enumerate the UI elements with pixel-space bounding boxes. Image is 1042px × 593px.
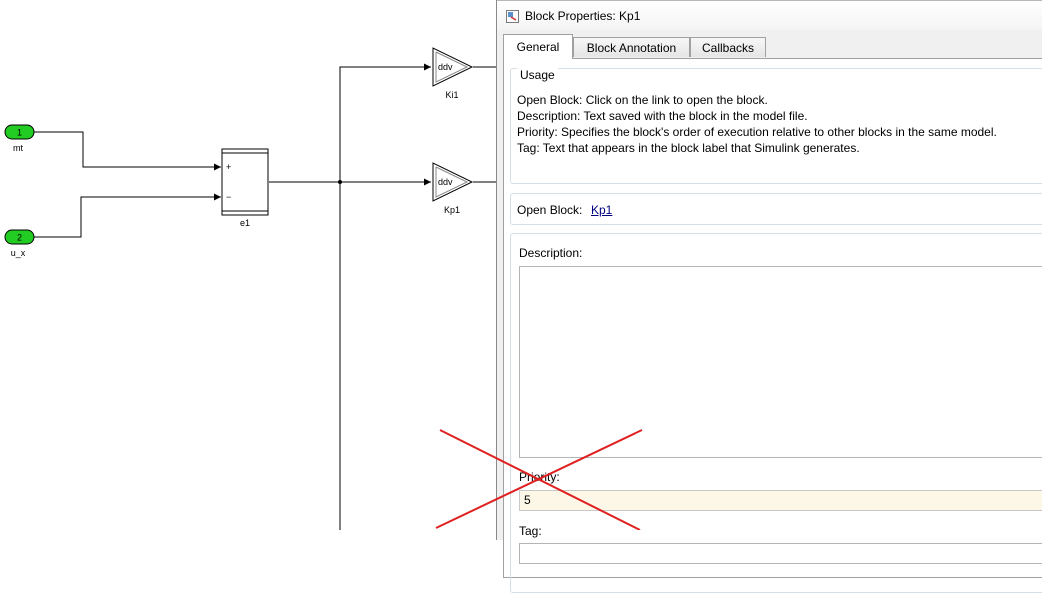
description-label: Description: [519, 246, 583, 260]
inport-label: u_x [11, 248, 26, 258]
inport-label: mt [13, 143, 23, 153]
simulink-block-icon [506, 10, 519, 23]
sum-block-label: e1 [240, 218, 250, 228]
signal-branch-to-ki1 [339, 63, 431, 182]
inport-number: 2 [17, 233, 22, 243]
open-block-label: Open Block: [517, 203, 583, 217]
tab-block-annotation[interactable]: Block Annotation [573, 37, 690, 57]
tag-label: Tag: [519, 524, 542, 538]
usage-heading: Usage [517, 68, 558, 82]
branch-point [338, 180, 342, 184]
dialog-title: Block Properties: Kp1 [525, 9, 641, 23]
gain-block-ki1[interactable]: ddv Ki1 [432, 47, 474, 100]
usage-line-open-block: Open Block: Click on the link to open th… [517, 93, 768, 107]
gain-label: Kp1 [444, 205, 460, 215]
properties-group: Description: Priority: 5 Tag: [510, 233, 1042, 593]
usage-text: Open Block: Click on the link to open th… [517, 92, 997, 156]
gain-text: ddv [438, 177, 453, 187]
inport-block-ux[interactable]: 2 u_x [4, 229, 35, 258]
open-block-group: Open Block: Kp1 [510, 193, 1042, 225]
usage-line-tag: Tag: Text that appears in the block labe… [517, 141, 860, 155]
gain-text: ddv [438, 62, 453, 72]
usage-line-priority: Priority: Specifies the block's order of… [517, 125, 997, 139]
dialog-content: General Block Annotation Callbacks Usage… [503, 30, 1042, 593]
inport-number: 1 [17, 128, 22, 138]
sum-sign-minus: − [226, 192, 231, 202]
inport-block-mt[interactable]: 1 mt [4, 124, 35, 153]
open-block-link[interactable]: Kp1 [591, 203, 613, 217]
gain-label: Ki1 [445, 90, 458, 100]
tab-callbacks[interactable]: Callbacks [690, 37, 766, 57]
sum-sign-plus: + [226, 162, 231, 172]
signal-lines [34, 63, 496, 530]
priority-label: Priority: [519, 470, 560, 484]
tag-field[interactable] [519, 543, 1042, 564]
gain-block-kp1[interactable]: ddv Kp1 [432, 162, 474, 215]
signal-ux-to-sum [34, 193, 221, 238]
simulink-diagram-canvas[interactable]: 1 mt 2 u_x + − e1 ddv Ki1 ddv Kp1 [0, 0, 1042, 530]
block-properties-dialog: Block Properties: Kp1 General Block Anno… [496, 0, 1042, 593]
usage-line-description: Description: Text saved with the block i… [517, 109, 808, 123]
general-tab-panel: Usage Open Block: Click on the link to o… [503, 58, 1042, 593]
tab-general[interactable]: General [503, 34, 573, 59]
usage-group: Usage Open Block: Click on the link to o… [510, 68, 1042, 184]
signal-mt-to-sum [34, 131, 221, 171]
description-textarea[interactable] [519, 266, 1042, 458]
dialog-titlebar[interactable]: Block Properties: Kp1 [497, 0, 1042, 30]
priority-field[interactable]: 5 [519, 490, 1042, 511]
sum-block-e1[interactable]: + − e1 [221, 148, 269, 228]
